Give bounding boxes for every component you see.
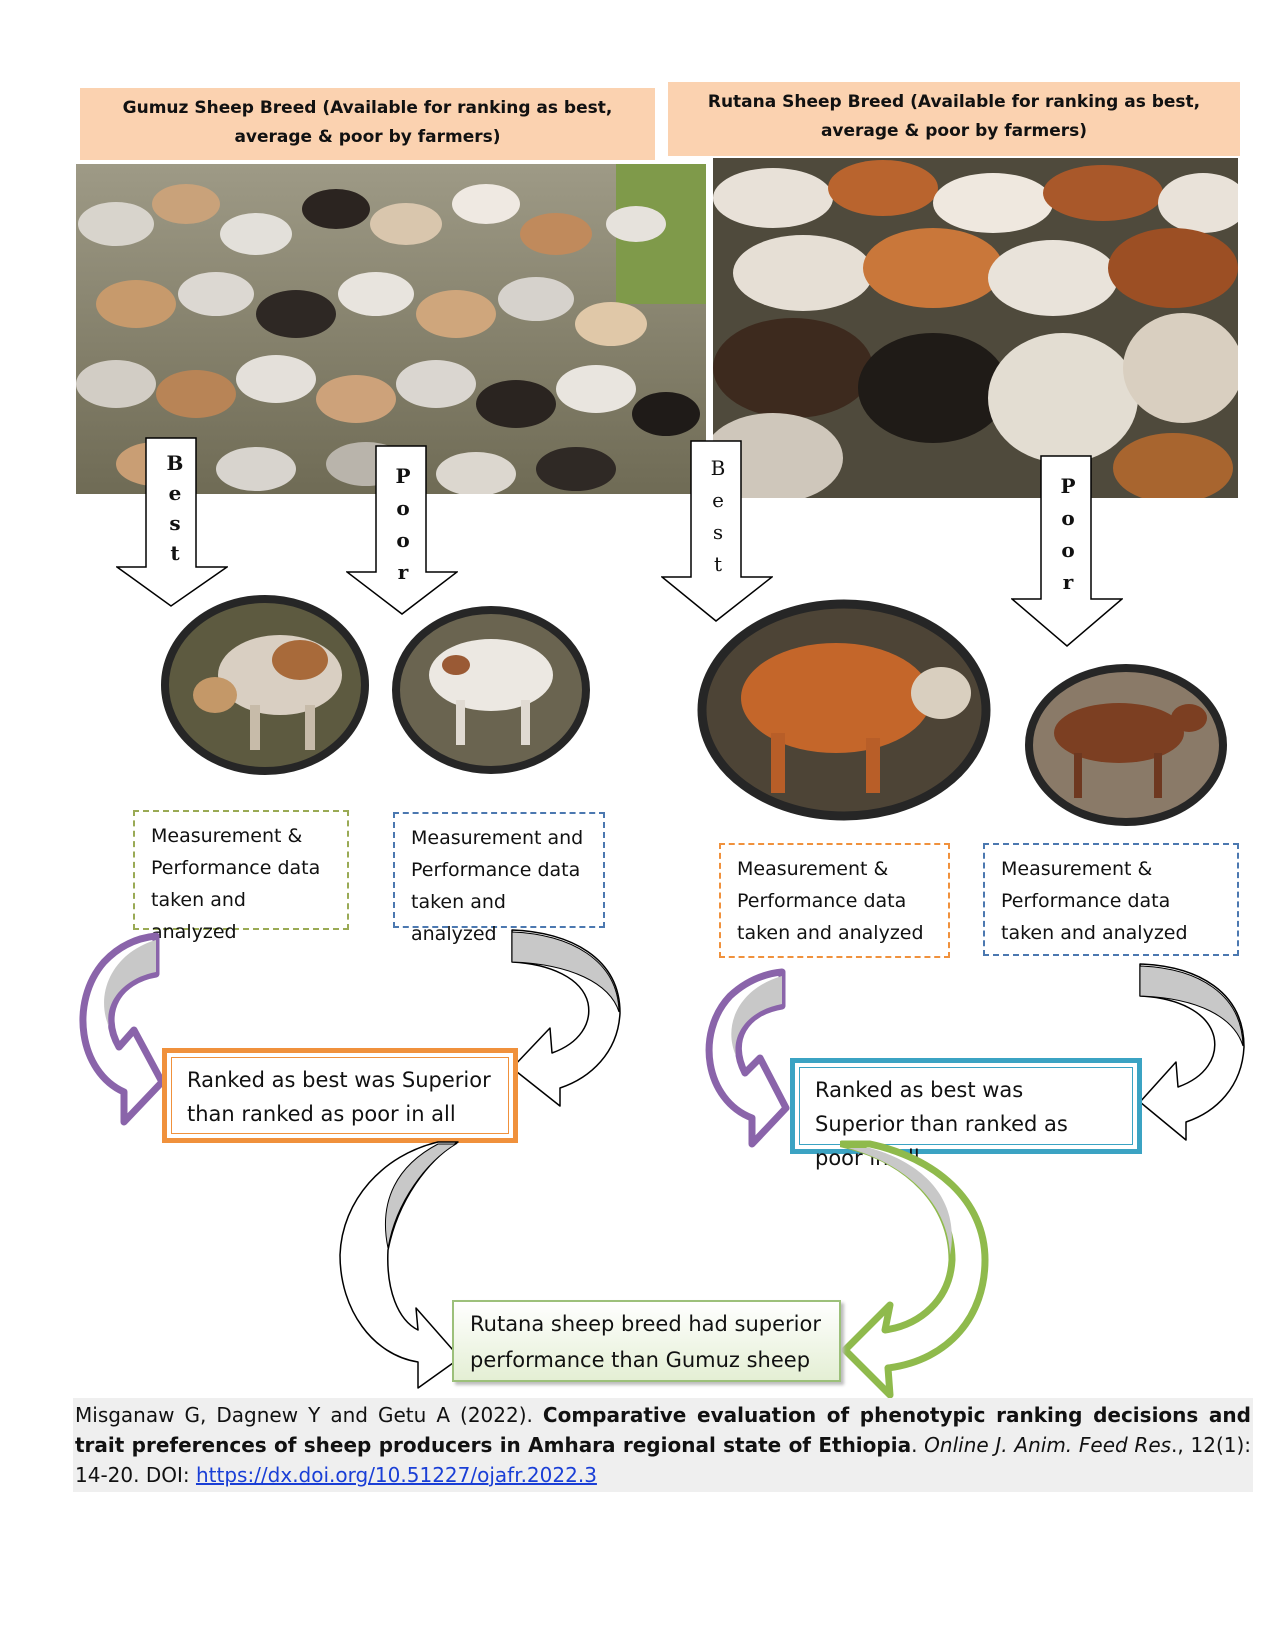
arrow-letter: r <box>1062 570 1074 594</box>
rutana-breed-header: Rutana Sheep Breed (Available for rankin… <box>668 82 1240 156</box>
citation: Misganaw G, Dagnew Y and Getu A (2022). … <box>73 1398 1253 1492</box>
gumuz-gray-curved-arrow <box>511 929 621 1107</box>
gumuz-best-sheep-photo <box>161 595 369 775</box>
arrow-letter: o <box>396 528 410 552</box>
rutana-ranked-box: Ranked as best was Superior than ranked … <box>790 1058 1142 1170</box>
arrow-letter: e <box>168 481 182 505</box>
arrow-letter: o <box>396 496 410 520</box>
citation-title: Comparative evaluation of phenotypic ran… <box>75 1403 1251 1457</box>
rutana-best-arrow <box>661 440 773 622</box>
gumuz-purple-curved-arrow <box>79 932 166 1126</box>
rutana-poor-arrow <box>1011 455 1123 647</box>
arrow-letter: t <box>713 552 723 576</box>
rutana-green-curved-arrow <box>840 1140 989 1399</box>
gumuz-poor-arrow <box>346 445 458 615</box>
arrow-letter: s <box>169 511 181 535</box>
gumuz-poor-measurement-box: Measurement and Performance data taken a… <box>393 812 605 945</box>
gumuz-best-measurement-box: Measurement & Performance data taken and… <box>133 810 349 943</box>
rutana-best-measurement-box: Measurement & Performance data taken and… <box>719 843 950 958</box>
rutana-herd-photo <box>713 158 1238 498</box>
arrow-letter: B <box>166 451 184 475</box>
arrow-letter: P <box>1060 474 1076 498</box>
rutana-poor-sheep-photo <box>1025 664 1227 826</box>
arrow-letter: t <box>170 541 180 565</box>
gumuz-poor-sheep-photo <box>392 606 590 774</box>
doi-link[interactable]: https://dx.doi.org/10.51227/ojafr.2022.3 <box>195 1463 597 1487</box>
arrow-letter: P <box>395 464 411 488</box>
arrow-letter: o <box>1061 506 1075 530</box>
gumuz-to-conclusion-arrow <box>339 1141 461 1389</box>
rutana-purple-curved-arrow <box>705 968 790 1148</box>
citation-authors: Misganaw G, Dagnew Y and Getu A (2022). <box>75 1403 533 1427</box>
rutana-gray-curved-arrow <box>1139 963 1245 1141</box>
rutana-poor-measurement-box: Measurement & Performance data taken and… <box>983 843 1239 956</box>
gumuz-best-arrow <box>116 437 228 607</box>
conclusion-box: Rutana sheep breed had superior performa… <box>452 1300 841 1382</box>
arrow-letter: B <box>710 456 726 480</box>
arrow-letter: s <box>712 520 724 544</box>
rutana-best-sheep-photo <box>697 599 991 821</box>
citation-details: ., 12(1): 14-20. DOI: <box>75 1433 1252 1487</box>
arrow-letter: o <box>1061 538 1075 562</box>
gumuz-ranked-box: Ranked as best was Superior than ranked … <box>162 1048 518 1143</box>
arrow-letter: r <box>397 560 409 584</box>
gumuz-breed-header: Gumuz Sheep Breed (Available for ranking… <box>80 88 655 160</box>
citation-journal: Online J. Anim. Feed Res <box>924 1433 1172 1457</box>
arrow-letter: e <box>712 488 724 512</box>
